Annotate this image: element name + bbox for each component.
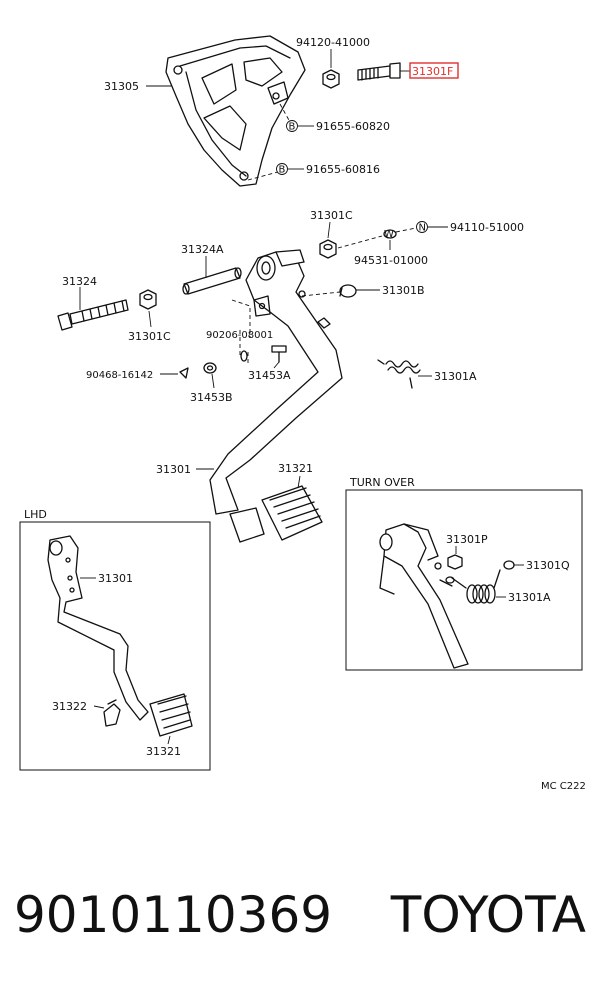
label-31301a-inset: 31301A xyxy=(508,591,551,604)
label-31301f: 31301F xyxy=(412,65,453,78)
circle-b-letter-2: B xyxy=(279,165,286,176)
circle-n-letter: N xyxy=(419,223,426,234)
label-94531-01000: 94531-01000 xyxy=(354,254,428,267)
label-31321-main: 31321 xyxy=(278,462,313,475)
label-90206-08001: 90206-08001 xyxy=(206,330,273,341)
circle-w-letter: W xyxy=(384,229,394,240)
label-31301q: 31301Q xyxy=(526,559,570,572)
label-31301b: 31301B xyxy=(382,284,425,297)
lhd-title: LHD xyxy=(24,508,47,521)
highlight-box-31301f xyxy=(409,62,459,79)
label-31301-lhd: 31301 xyxy=(98,572,133,585)
label-31321-lhd: 31321 xyxy=(146,745,181,758)
turn-over-title: TURN OVER xyxy=(349,476,415,489)
pedal-pad-31321-lhd xyxy=(149,693,193,737)
bolt-31324 xyxy=(57,299,129,331)
label-31301-main: 31301 xyxy=(156,463,191,476)
clutch-pedal-arm-31301 xyxy=(209,249,343,543)
pedal-pad-31321-main xyxy=(261,485,323,541)
pin-31453a xyxy=(271,345,287,363)
diagram-code: MC C222 xyxy=(541,781,586,792)
nut-94120-41000 xyxy=(322,69,340,89)
lhd-inset-box xyxy=(19,521,211,771)
pedal-parts-diagram: 31305 94120-41000 31301F B 91655-60820 B… xyxy=(19,35,586,792)
nut-31301p xyxy=(447,554,463,570)
bolt-31301f xyxy=(357,62,401,81)
circle-b-icon xyxy=(276,163,288,175)
label-31301c-left: 31301C xyxy=(128,330,171,343)
brand-name: TOYOTA xyxy=(390,886,586,944)
pin-90468-16142 xyxy=(179,367,189,379)
nut-31301c-left xyxy=(139,289,157,310)
bushing-31301q xyxy=(503,560,515,570)
label-94120-41000: 94120-41000 xyxy=(296,36,370,49)
label-31301c-top: 31301C xyxy=(310,209,353,222)
label-91655-60820: 91655-60820 xyxy=(316,120,390,133)
nut-31301c-top xyxy=(319,239,337,259)
stopper-31322 xyxy=(103,699,121,727)
label-31301p: 31301P xyxy=(446,533,488,546)
bushing-31301b xyxy=(339,284,357,298)
label-31453b: 31453B xyxy=(190,391,233,404)
small-bushing xyxy=(445,576,455,584)
label-90468-16142: 90468-16142 xyxy=(86,370,153,381)
label-31322: 31322 xyxy=(52,700,87,713)
circle-n-icon xyxy=(416,221,428,233)
turn-over-pedal-arm xyxy=(379,523,469,669)
collar-31324a xyxy=(182,267,242,295)
label-31453a: 31453A xyxy=(248,369,291,382)
bushing-31453b xyxy=(203,362,217,374)
lhd-pedal-arm xyxy=(47,535,149,721)
circle-b-icon xyxy=(286,120,298,132)
footer: 9010110369 TOYOTA xyxy=(0,880,600,960)
circle-b-letter-1: B xyxy=(289,122,296,133)
turn-over-inset-box xyxy=(345,489,583,671)
label-31305: 31305 xyxy=(104,80,139,93)
pedal-bracket-31305 xyxy=(165,35,306,187)
spring-31301a-main xyxy=(377,359,421,389)
label-91655-60816: 91655-60816 xyxy=(306,163,380,176)
part-number: 9010110369 xyxy=(14,886,333,944)
label-31324: 31324 xyxy=(62,275,97,288)
label-31301a-main: 31301A xyxy=(434,370,477,383)
spring-31301a-inset xyxy=(451,569,501,604)
clip-90206-08001 xyxy=(240,350,248,362)
spring-hook xyxy=(439,579,453,587)
washer-94531-01000 xyxy=(383,229,397,239)
label-94110-51000: 94110-51000 xyxy=(450,221,524,234)
label-31324a: 31324A xyxy=(181,243,224,256)
